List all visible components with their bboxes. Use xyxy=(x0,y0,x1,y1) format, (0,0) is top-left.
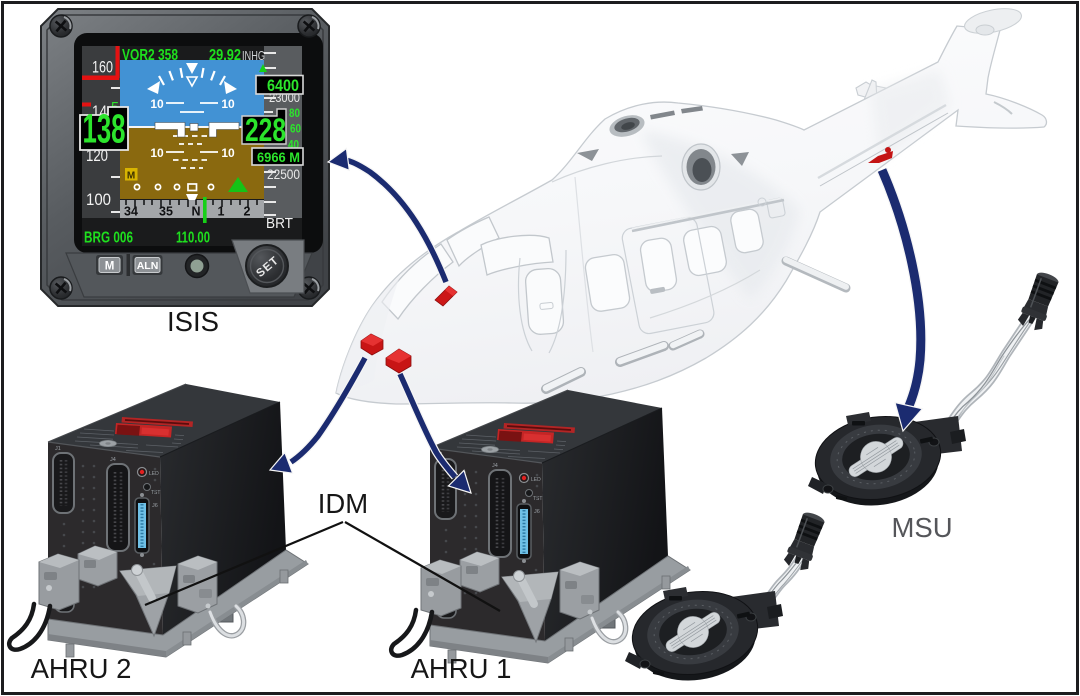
svg-text:J6: J6 xyxy=(534,509,540,515)
svg-text:160: 160 xyxy=(92,58,113,77)
svg-text:110.00: 110.00 xyxy=(176,230,210,247)
svg-text:2: 2 xyxy=(244,205,251,219)
svg-text:INHG: INHG xyxy=(242,49,265,63)
svg-text:34: 34 xyxy=(124,205,138,219)
svg-text:22500: 22500 xyxy=(267,167,300,182)
svg-text:6966 M: 6966 M xyxy=(257,150,300,165)
svg-text:10: 10 xyxy=(221,146,235,160)
svg-text:10: 10 xyxy=(150,97,164,111)
svg-text:10: 10 xyxy=(150,146,164,160)
svg-text:BRT: BRT xyxy=(266,215,293,232)
svg-text:BRG 006: BRG 006 xyxy=(84,230,133,247)
svg-text:138: 138 xyxy=(83,106,126,152)
svg-text:100: 100 xyxy=(86,190,111,209)
svg-text:60: 60 xyxy=(290,122,301,136)
svg-text:ISIS: ISIS xyxy=(167,306,219,337)
svg-text:228: 228 xyxy=(245,112,286,148)
svg-text:AHRU 2: AHRU 2 xyxy=(31,653,132,684)
svg-text:6400: 6400 xyxy=(267,76,299,95)
svg-text:29.92: 29.92 xyxy=(209,47,241,64)
svg-text:35: 35 xyxy=(159,205,173,219)
svg-text:VOR2 358: VOR2 358 xyxy=(122,47,178,64)
svg-text:MSU: MSU xyxy=(891,512,952,543)
svg-text:80: 80 xyxy=(289,106,300,120)
svg-text:40: 40 xyxy=(288,138,299,152)
svg-text:1: 1 xyxy=(218,205,225,219)
svg-text:M: M xyxy=(127,171,135,182)
svg-text:TST: TST xyxy=(533,496,542,502)
svg-text:LED: LED xyxy=(531,477,541,483)
svg-text:N: N xyxy=(191,205,200,219)
svg-text:AHRU 1: AHRU 1 xyxy=(411,653,512,684)
svg-text:ALN: ALN xyxy=(137,260,159,272)
svg-text:10: 10 xyxy=(221,97,235,111)
svg-text:J4: J4 xyxy=(492,463,498,469)
svg-text:IDM: IDM xyxy=(318,488,368,519)
svg-text:M: M xyxy=(105,261,115,273)
